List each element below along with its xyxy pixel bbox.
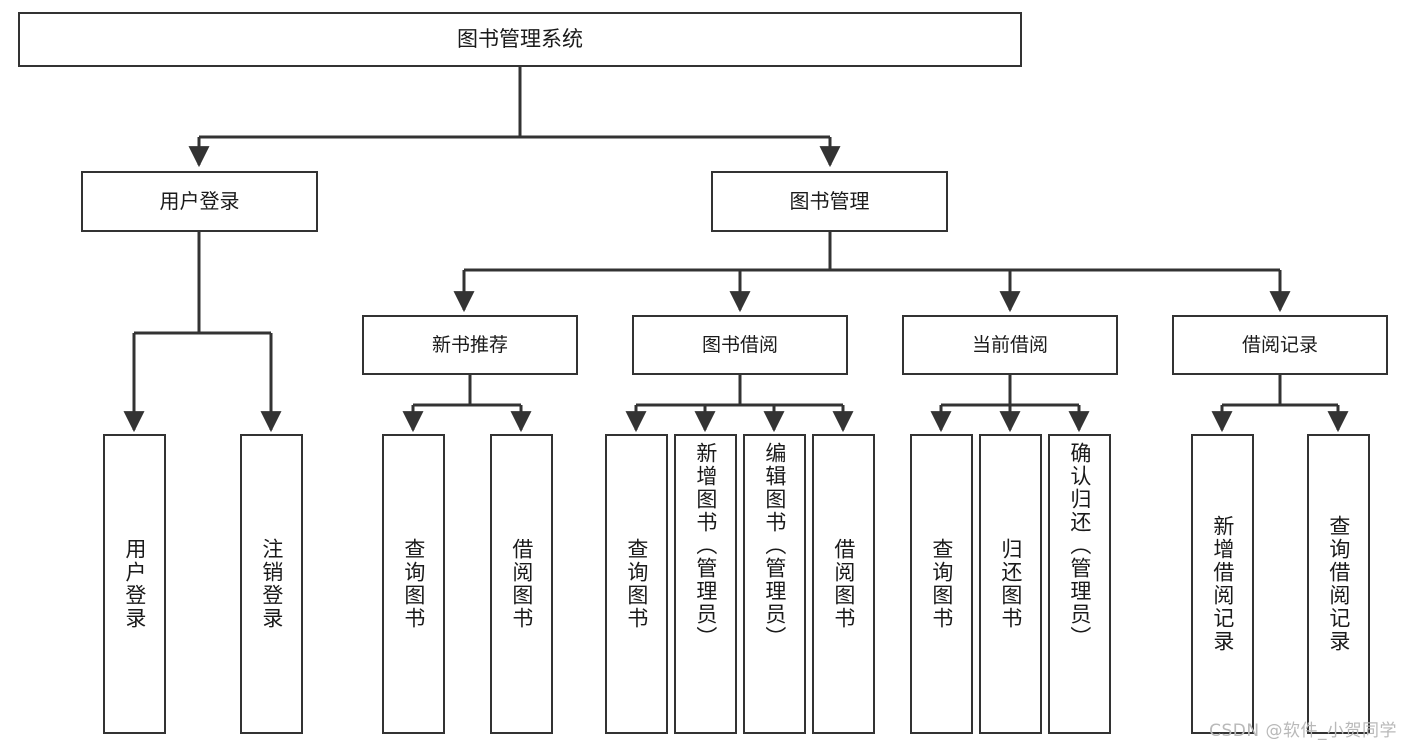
node-label: 编辑图书（管理员） (762, 442, 787, 649)
node-label: 当前借阅 (971, 333, 1048, 356)
leaf-new-book-query-book[interactable]: 查询图书 (382, 434, 445, 734)
node-label: 查询借阅记录 (1326, 515, 1351, 653)
leaf-borrow-record-add-record[interactable]: 新增借阅记录 (1191, 434, 1254, 734)
csdn-watermark: CSDN @软件_小贺同学 (1209, 721, 1397, 741)
leaf-current-borrow-return-book[interactable]: 归还图书 (979, 434, 1042, 734)
node-book-management[interactable]: 图书管理 (711, 171, 948, 232)
node-label: 图书借阅 (701, 333, 778, 356)
leaf-book-borrow-query-book[interactable]: 查询图书 (605, 434, 668, 734)
node-label: 新书推荐 (431, 333, 508, 356)
node-borrow-record[interactable]: 借阅记录 (1172, 315, 1388, 375)
node-label: 查询图书 (624, 538, 649, 630)
node-label: 查询图书 (929, 538, 954, 630)
node-label: 图书管理 (789, 188, 870, 213)
leaf-book-borrow-edit-book[interactable]: 编辑图书（管理员） (743, 434, 806, 734)
node-label: 借阅图书 (509, 538, 534, 630)
leaf-current-borrow-query-book[interactable]: 查询图书 (910, 434, 973, 734)
node-label: 用户登录 (122, 538, 147, 630)
leaf-borrow-record-query-record[interactable]: 查询借阅记录 (1307, 434, 1370, 734)
leaf-user-login-logout[interactable]: 注销登录 (240, 434, 303, 734)
node-book-borrow[interactable]: 图书借阅 (632, 315, 848, 375)
node-root-system[interactable]: 图书管理系统 (18, 12, 1022, 67)
node-label: 借阅图书 (831, 538, 856, 630)
node-label: 归还图书 (998, 538, 1023, 630)
node-label: 新增借阅记录 (1210, 515, 1235, 653)
node-new-book-recommend[interactable]: 新书推荐 (362, 315, 578, 375)
node-current-borrow[interactable]: 当前借阅 (902, 315, 1118, 375)
node-label: 注销登录 (259, 538, 284, 630)
leaf-current-borrow-confirm-return[interactable]: 确认归还（管理员） (1048, 434, 1111, 734)
leaf-new-book-borrow-book[interactable]: 借阅图书 (490, 434, 553, 734)
node-label: 用户登录 (159, 188, 240, 213)
node-label: 查询图书 (401, 538, 426, 630)
node-label: 新增图书（管理员） (693, 442, 718, 649)
node-label: 借阅记录 (1241, 333, 1318, 356)
node-user-login[interactable]: 用户登录 (81, 171, 318, 232)
leaf-book-borrow-add-book[interactable]: 新增图书（管理员） (674, 434, 737, 734)
leaf-book-borrow-borrow-book[interactable]: 借阅图书 (812, 434, 875, 734)
node-label: 确认归还（管理员） (1067, 442, 1092, 649)
leaf-user-login-login[interactable]: 用户登录 (103, 434, 166, 734)
node-label: 图书管理系统 (457, 27, 583, 52)
